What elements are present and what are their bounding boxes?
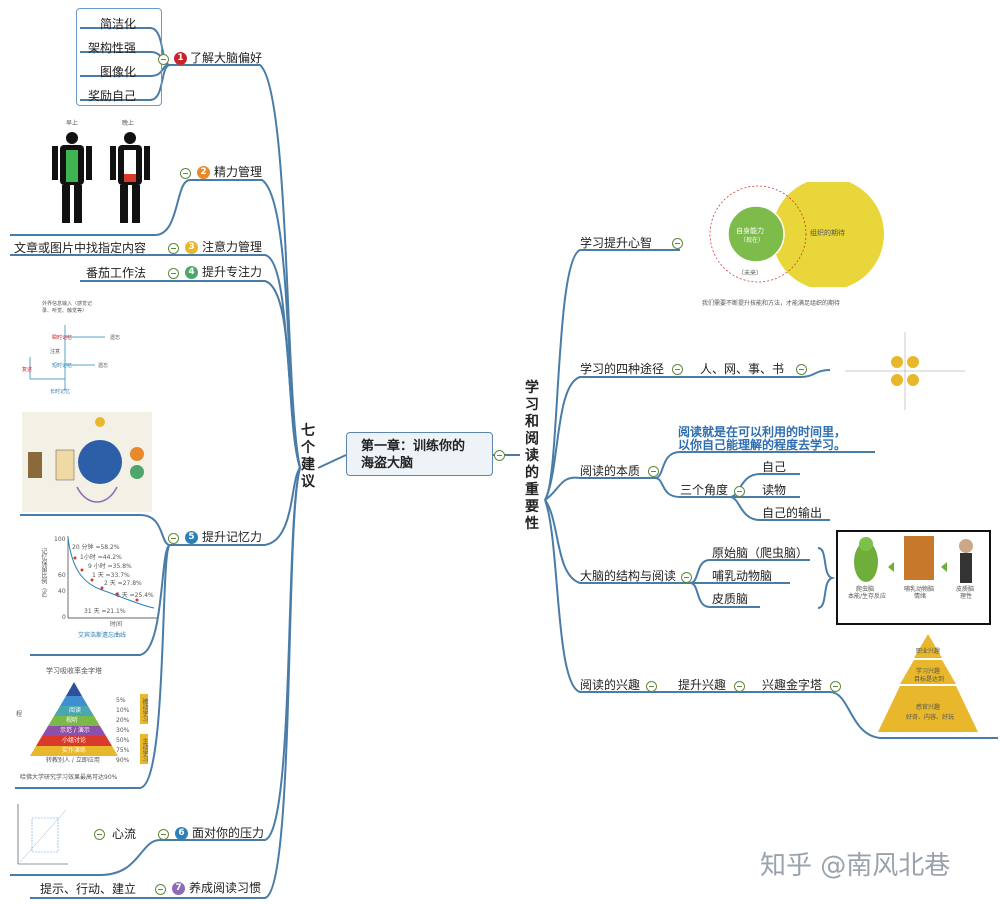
brain-animals-image: 爬虫脑 本能/生存反应 哺乳动物脑 情绪 皮质脑 理性 xyxy=(836,530,991,625)
memory-flow-diagram: 外界信息输入（感觉记 录、听觉、触觉等） 瞬时记忆 遗忘 注意 短时记忆 遗忘 … xyxy=(20,295,130,395)
interest-pyramid-icon xyxy=(878,634,978,732)
svg-text:遗忘: 遗忘 xyxy=(98,362,108,369)
item2-number-badge: 2 xyxy=(197,166,210,179)
brain-part-1[interactable]: 原始脑（爬虫脑） xyxy=(712,546,809,560)
forgetting-curve-icon xyxy=(67,536,157,619)
item3-collapse[interactable] xyxy=(168,243,179,254)
brain-pref-1[interactable]: 简洁化 xyxy=(100,17,137,31)
three-angles-label[interactable]: 三个角度 xyxy=(680,483,729,497)
interest-sub2[interactable]: 兴趣金字塔 xyxy=(762,678,823,692)
item6-label[interactable]: 面对你的压力 xyxy=(192,826,265,840)
quadrant-icon xyxy=(845,332,965,410)
flow-chart-icon: 外界信息输入（感觉记 录、听觉、触觉等） 瞬时记忆 遗忘 注意 短时记忆 遗忘 … xyxy=(22,300,120,395)
right-item4-label[interactable]: 大脑的结构与阅读 xyxy=(580,569,677,583)
item1-label[interactable]: 了解大脑偏好 xyxy=(190,51,263,65)
animals-icon xyxy=(854,536,973,583)
energy-figures-image: 早上 晚上 xyxy=(50,118,160,226)
brain-part-2[interactable]: 哺乳动物脑 xyxy=(712,569,773,583)
right-item2-label[interactable]: 学习的四种途径 xyxy=(580,362,665,376)
interest-pyramid-image: 职业兴趣 学习兴趣 目标是达到 感官兴趣 好奇、内容、好玩 xyxy=(868,632,988,736)
interest-sub[interactable]: 提升兴趣 xyxy=(678,678,727,692)
stress-sub-collapse[interactable] xyxy=(94,829,105,840)
brain-part-3[interactable]: 皮质脑 xyxy=(712,592,749,606)
brain-pref-2[interactable]: 架构性强 xyxy=(88,41,137,55)
interest-sub2-collapse[interactable] xyxy=(830,681,841,692)
center-collapse[interactable] xyxy=(494,450,505,461)
right-item1-collapse[interactable] xyxy=(672,238,683,249)
brain-process-icon xyxy=(28,417,144,503)
item1-number-badge: 1 xyxy=(174,52,187,65)
three-angles-collapse[interactable] xyxy=(734,486,745,497)
venn-icon xyxy=(709,178,884,290)
reading-quote-1: 阅读就是在可以利用的时间里， xyxy=(678,425,847,439)
stress-sub[interactable]: 心流 xyxy=(112,827,137,841)
item5-number-badge: 5 xyxy=(185,531,198,544)
item1-collapse[interactable] xyxy=(158,54,169,65)
svg-text:短时记忆: 短时记忆 xyxy=(52,362,72,369)
brain-pref-4[interactable]: 奖励自己 xyxy=(88,89,137,103)
svg-text:注意: 注意 xyxy=(50,348,60,355)
item3-label[interactable]: 注意力管理 xyxy=(202,240,263,254)
four-ways-sub[interactable]: 人、网、事、书 xyxy=(700,362,785,376)
item4-label[interactable]: 提升专注力 xyxy=(202,265,263,279)
right-item5-collapse[interactable] xyxy=(646,681,657,692)
svg-text:遗忘: 遗忘 xyxy=(110,334,120,341)
item7-number-badge: 7 xyxy=(172,882,185,895)
right-item4-collapse[interactable] xyxy=(681,572,692,583)
watermark: 知乎 @南风北巷 xyxy=(760,851,951,881)
angle-3[interactable]: 自己的输出 xyxy=(762,506,823,520)
focus-sub[interactable]: 番茄工作法 xyxy=(86,266,147,280)
svg-text:长时记忆: 长时记忆 xyxy=(50,388,70,395)
svg-text:瞬时记忆: 瞬时记忆 xyxy=(52,334,72,341)
left-title[interactable]: 七 个 建 议 xyxy=(301,423,315,490)
four-ways-collapse[interactable] xyxy=(796,364,807,375)
item4-collapse[interactable] xyxy=(168,268,179,279)
right-item3-collapse[interactable] xyxy=(648,466,659,477)
center-line1: 第一章：训练你的 xyxy=(361,439,466,454)
item3-number-badge: 3 xyxy=(185,241,198,254)
item6-number-badge: 6 xyxy=(175,827,188,840)
interest-sub-collapse[interactable] xyxy=(734,681,745,692)
svg-text:外界信息输入（感觉记: 外界信息输入（感觉记 xyxy=(42,300,92,307)
pyramid-icon xyxy=(30,682,148,764)
svg-text:复述: 复述 xyxy=(22,366,32,373)
item4-number-badge: 4 xyxy=(185,266,198,279)
four-ways-quadrant xyxy=(835,328,975,414)
reading-quote-2: 以你自己能理解的程度去学习。 xyxy=(678,438,847,452)
center-topic[interactable]: 第一章：训练你的 海盗大脑 xyxy=(346,432,493,476)
brain-pref-3[interactable]: 图像化 xyxy=(100,65,137,79)
brain-learning-image xyxy=(22,412,152,512)
habit-sub[interactable]: 提示、行动、建立 xyxy=(40,882,137,896)
angle-2[interactable]: 读物 xyxy=(762,483,787,497)
item5-collapse[interactable] xyxy=(168,533,179,544)
item2-collapse[interactable] xyxy=(180,168,191,179)
item2-label[interactable]: 精力管理 xyxy=(214,165,263,179)
venn-diagram: 自身能力 （现在） 组织的期待 （未来） 我们需要不断提升技能和方法，才能满足组… xyxy=(700,178,900,312)
center-line2: 海盗大脑 xyxy=(361,456,414,471)
item7-label[interactable]: 养成阅读习惯 xyxy=(189,881,262,895)
item7-collapse[interactable] xyxy=(155,884,166,895)
flow-chart-icon xyxy=(17,804,68,865)
right-item2-collapse[interactable] xyxy=(672,364,683,375)
learning-pyramid-image: 学习吸收率金字塔 程 阅读 视听 示范 / 演示 小组讨论 实作演练 转教别人 … xyxy=(16,666,158,784)
forgetting-curve-chart: 100 60 40 0 记忆保留比例（%） 20 分钟 =58.2% 1小时 =… xyxy=(40,528,160,646)
right-title[interactable]: 学 习 和 阅 读 的 重 要 性 xyxy=(525,380,539,532)
right-item1-label[interactable]: 学习提升心智 xyxy=(580,236,653,250)
body-silhouettes-icon xyxy=(52,132,150,223)
item6-collapse[interactable] xyxy=(158,829,169,840)
right-item3-label[interactable]: 阅读的本质 xyxy=(580,464,641,478)
right-item5-label[interactable]: 阅读的兴趣 xyxy=(580,678,641,692)
item5-label[interactable]: 提升记忆力 xyxy=(202,530,263,544)
attention-sub[interactable]: 文章或图片中找指定内容 xyxy=(14,241,147,255)
angle-1[interactable]: 自己 xyxy=(762,460,787,474)
svg-text:录、听觉、触觉等）: 录、听觉、触觉等） xyxy=(42,307,87,314)
flow-state-chart xyxy=(10,800,70,870)
